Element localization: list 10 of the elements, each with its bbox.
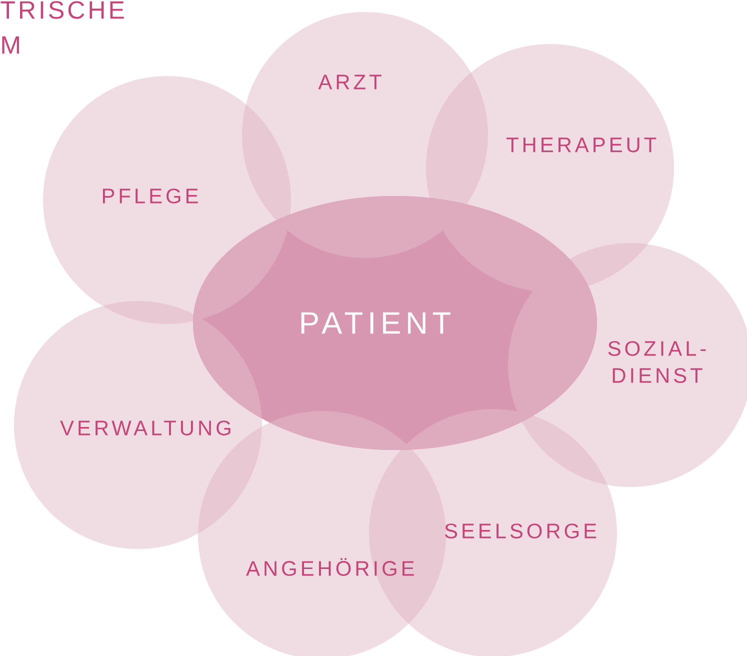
ellipse-label: PATIENT: [301, 312, 450, 334]
circle-label: SOZIAL- DIENST: [608, 341, 706, 383]
circle-label: ARZT: [318, 74, 382, 90]
circle-label: THERAPEUT: [506, 138, 656, 152]
circle-label: ANGEHÖRIGE: [246, 558, 414, 576]
heading-text: TRISCHE: [0, 1, 124, 19]
circle-label: PFLEGE: [102, 188, 198, 204]
circle-label: SEELSORGE: [444, 524, 596, 538]
circle-label: VERWALTUNG: [60, 420, 230, 436]
heading-text: M: [2, 36, 19, 54]
